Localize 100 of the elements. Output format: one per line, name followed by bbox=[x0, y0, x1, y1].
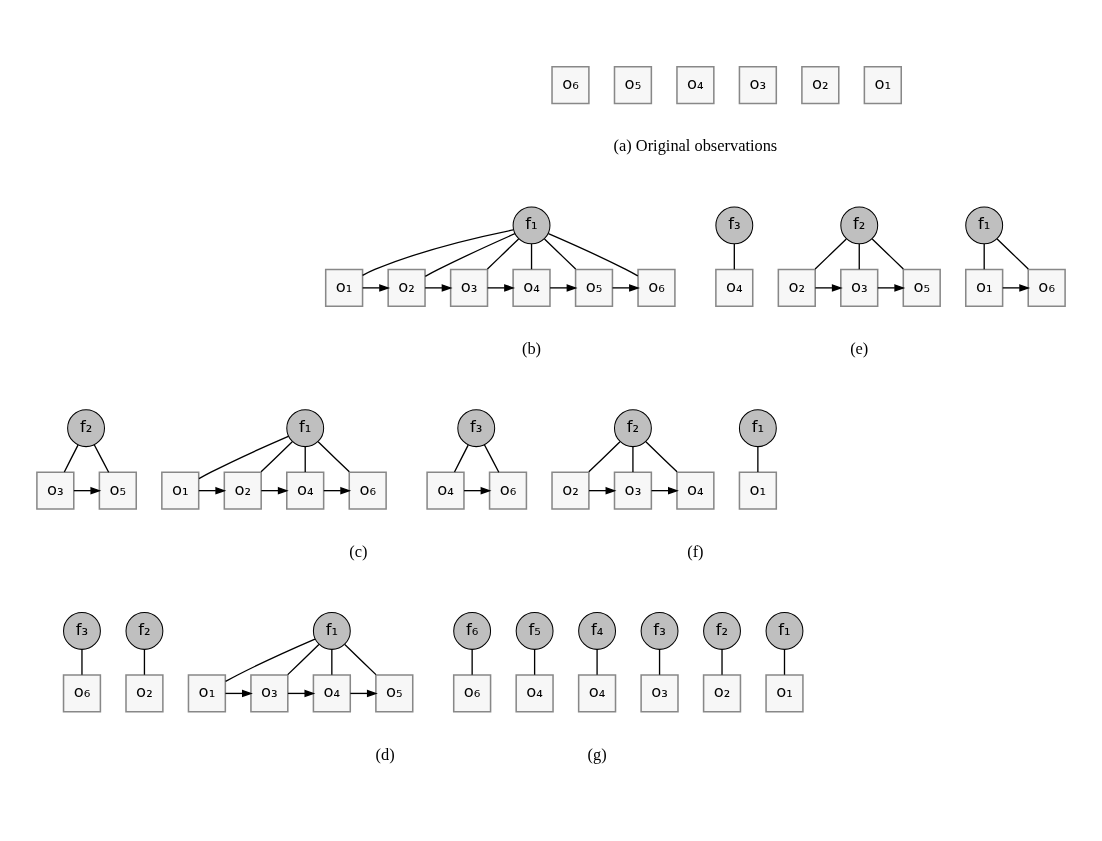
node-box: o₄ bbox=[676, 471, 715, 510]
connector bbox=[645, 441, 678, 473]
node-box: o₅ bbox=[574, 268, 614, 308]
node-box: o₅ bbox=[375, 674, 414, 713]
node-box: o₂ bbox=[223, 471, 262, 510]
arrow bbox=[814, 284, 843, 292]
node-box: o₅ bbox=[902, 268, 941, 308]
connector bbox=[483, 444, 500, 473]
arrow bbox=[1002, 284, 1031, 292]
arrow bbox=[549, 284, 578, 292]
node-box: o₆ bbox=[1027, 268, 1066, 308]
node-box: o₆ bbox=[637, 268, 676, 308]
node-circle: f₂ bbox=[125, 612, 164, 650]
connector bbox=[858, 243, 860, 270]
connector bbox=[93, 444, 110, 473]
node-box: o₅ bbox=[613, 65, 653, 105]
node-circle: f₃ bbox=[63, 612, 101, 650]
connector bbox=[424, 233, 516, 277]
label: (f) bbox=[687, 542, 704, 562]
connector bbox=[486, 238, 520, 270]
connector bbox=[543, 238, 577, 270]
connector bbox=[783, 648, 786, 676]
node-box: o₁ bbox=[738, 471, 778, 510]
connector bbox=[361, 229, 514, 277]
node-box: o₂ bbox=[125, 674, 164, 713]
node-circle: f₅ bbox=[515, 612, 554, 650]
connector bbox=[996, 238, 1029, 270]
node-circle: f₁ bbox=[312, 612, 351, 650]
node-box: o₄ bbox=[676, 65, 715, 105]
node-circle: f₂ bbox=[840, 206, 879, 245]
connector bbox=[530, 243, 533, 270]
node-box: o₃ bbox=[449, 268, 489, 308]
connector bbox=[317, 441, 350, 473]
connector bbox=[143, 648, 146, 676]
connector bbox=[260, 441, 293, 473]
node-circle: f₃ bbox=[640, 612, 679, 650]
connector bbox=[814, 238, 847, 270]
arrow bbox=[486, 284, 516, 292]
node-box: o₂ bbox=[801, 65, 840, 105]
label: (c) bbox=[349, 542, 368, 562]
label: (a) Original observations bbox=[613, 136, 778, 156]
label: (e) bbox=[850, 339, 869, 359]
node-box: o₃ bbox=[613, 471, 653, 510]
node-circle: f₁ bbox=[512, 206, 551, 245]
node-box: o₂ bbox=[777, 268, 816, 308]
connector bbox=[331, 648, 333, 676]
node-box: o₂ bbox=[387, 268, 426, 308]
node-box: o₄ bbox=[512, 268, 551, 308]
label: (b) bbox=[522, 339, 542, 359]
node-box: o₆ bbox=[452, 674, 492, 713]
connector bbox=[588, 441, 621, 473]
node-circle: f₆ bbox=[453, 612, 492, 650]
node-box: o₃ bbox=[250, 674, 289, 713]
connector bbox=[632, 446, 634, 473]
node-box: o₄ bbox=[426, 471, 465, 510]
node-box: o₂ bbox=[551, 471, 590, 510]
node-box: o₆ bbox=[488, 471, 528, 510]
arrow bbox=[611, 284, 640, 292]
node-circle: f₁ bbox=[965, 206, 1004, 245]
node-box: o₄ bbox=[286, 471, 325, 510]
node-box: o₃ bbox=[840, 268, 879, 308]
connector bbox=[533, 648, 536, 676]
connector bbox=[757, 446, 759, 473]
node-box: o₁ bbox=[161, 471, 200, 510]
connector bbox=[344, 643, 377, 676]
connector bbox=[304, 446, 306, 473]
node-circle: f₃ bbox=[715, 206, 754, 245]
node-box: o₁ bbox=[187, 674, 227, 713]
node-box: o₃ bbox=[640, 674, 679, 713]
node-circle: f₂ bbox=[67, 409, 105, 448]
node-circle: f₂ bbox=[614, 409, 652, 448]
connector bbox=[983, 243, 985, 270]
connector bbox=[547, 232, 639, 277]
connector bbox=[871, 238, 904, 270]
node-box: o₄ bbox=[515, 674, 554, 713]
connector bbox=[287, 643, 320, 676]
label: (g) bbox=[587, 744, 607, 764]
connector bbox=[198, 435, 289, 480]
node-box: o₁ bbox=[863, 65, 902, 105]
node-box: o₅ bbox=[98, 471, 137, 510]
node-circle: f₁ bbox=[286, 409, 325, 448]
node-box: o₄ bbox=[312, 674, 352, 713]
node-box: o₃ bbox=[36, 471, 75, 510]
node-circle: f₁ bbox=[738, 409, 777, 448]
connector bbox=[721, 648, 723, 676]
connector bbox=[81, 648, 83, 676]
node-circle: f₂ bbox=[703, 612, 741, 650]
arrow bbox=[877, 284, 906, 292]
node-circle: f₃ bbox=[457, 409, 496, 448]
node-box: o₁ bbox=[324, 268, 364, 308]
connector bbox=[733, 243, 735, 270]
connector bbox=[453, 444, 469, 473]
node-box: o₄ bbox=[715, 268, 754, 308]
label: (d) bbox=[375, 744, 395, 764]
node-box: o₃ bbox=[738, 65, 778, 105]
node-box: o₆ bbox=[348, 471, 387, 510]
arrow bbox=[362, 284, 391, 292]
connector bbox=[63, 444, 79, 473]
node-circle: f₄ bbox=[578, 612, 617, 650]
connector bbox=[471, 648, 473, 676]
